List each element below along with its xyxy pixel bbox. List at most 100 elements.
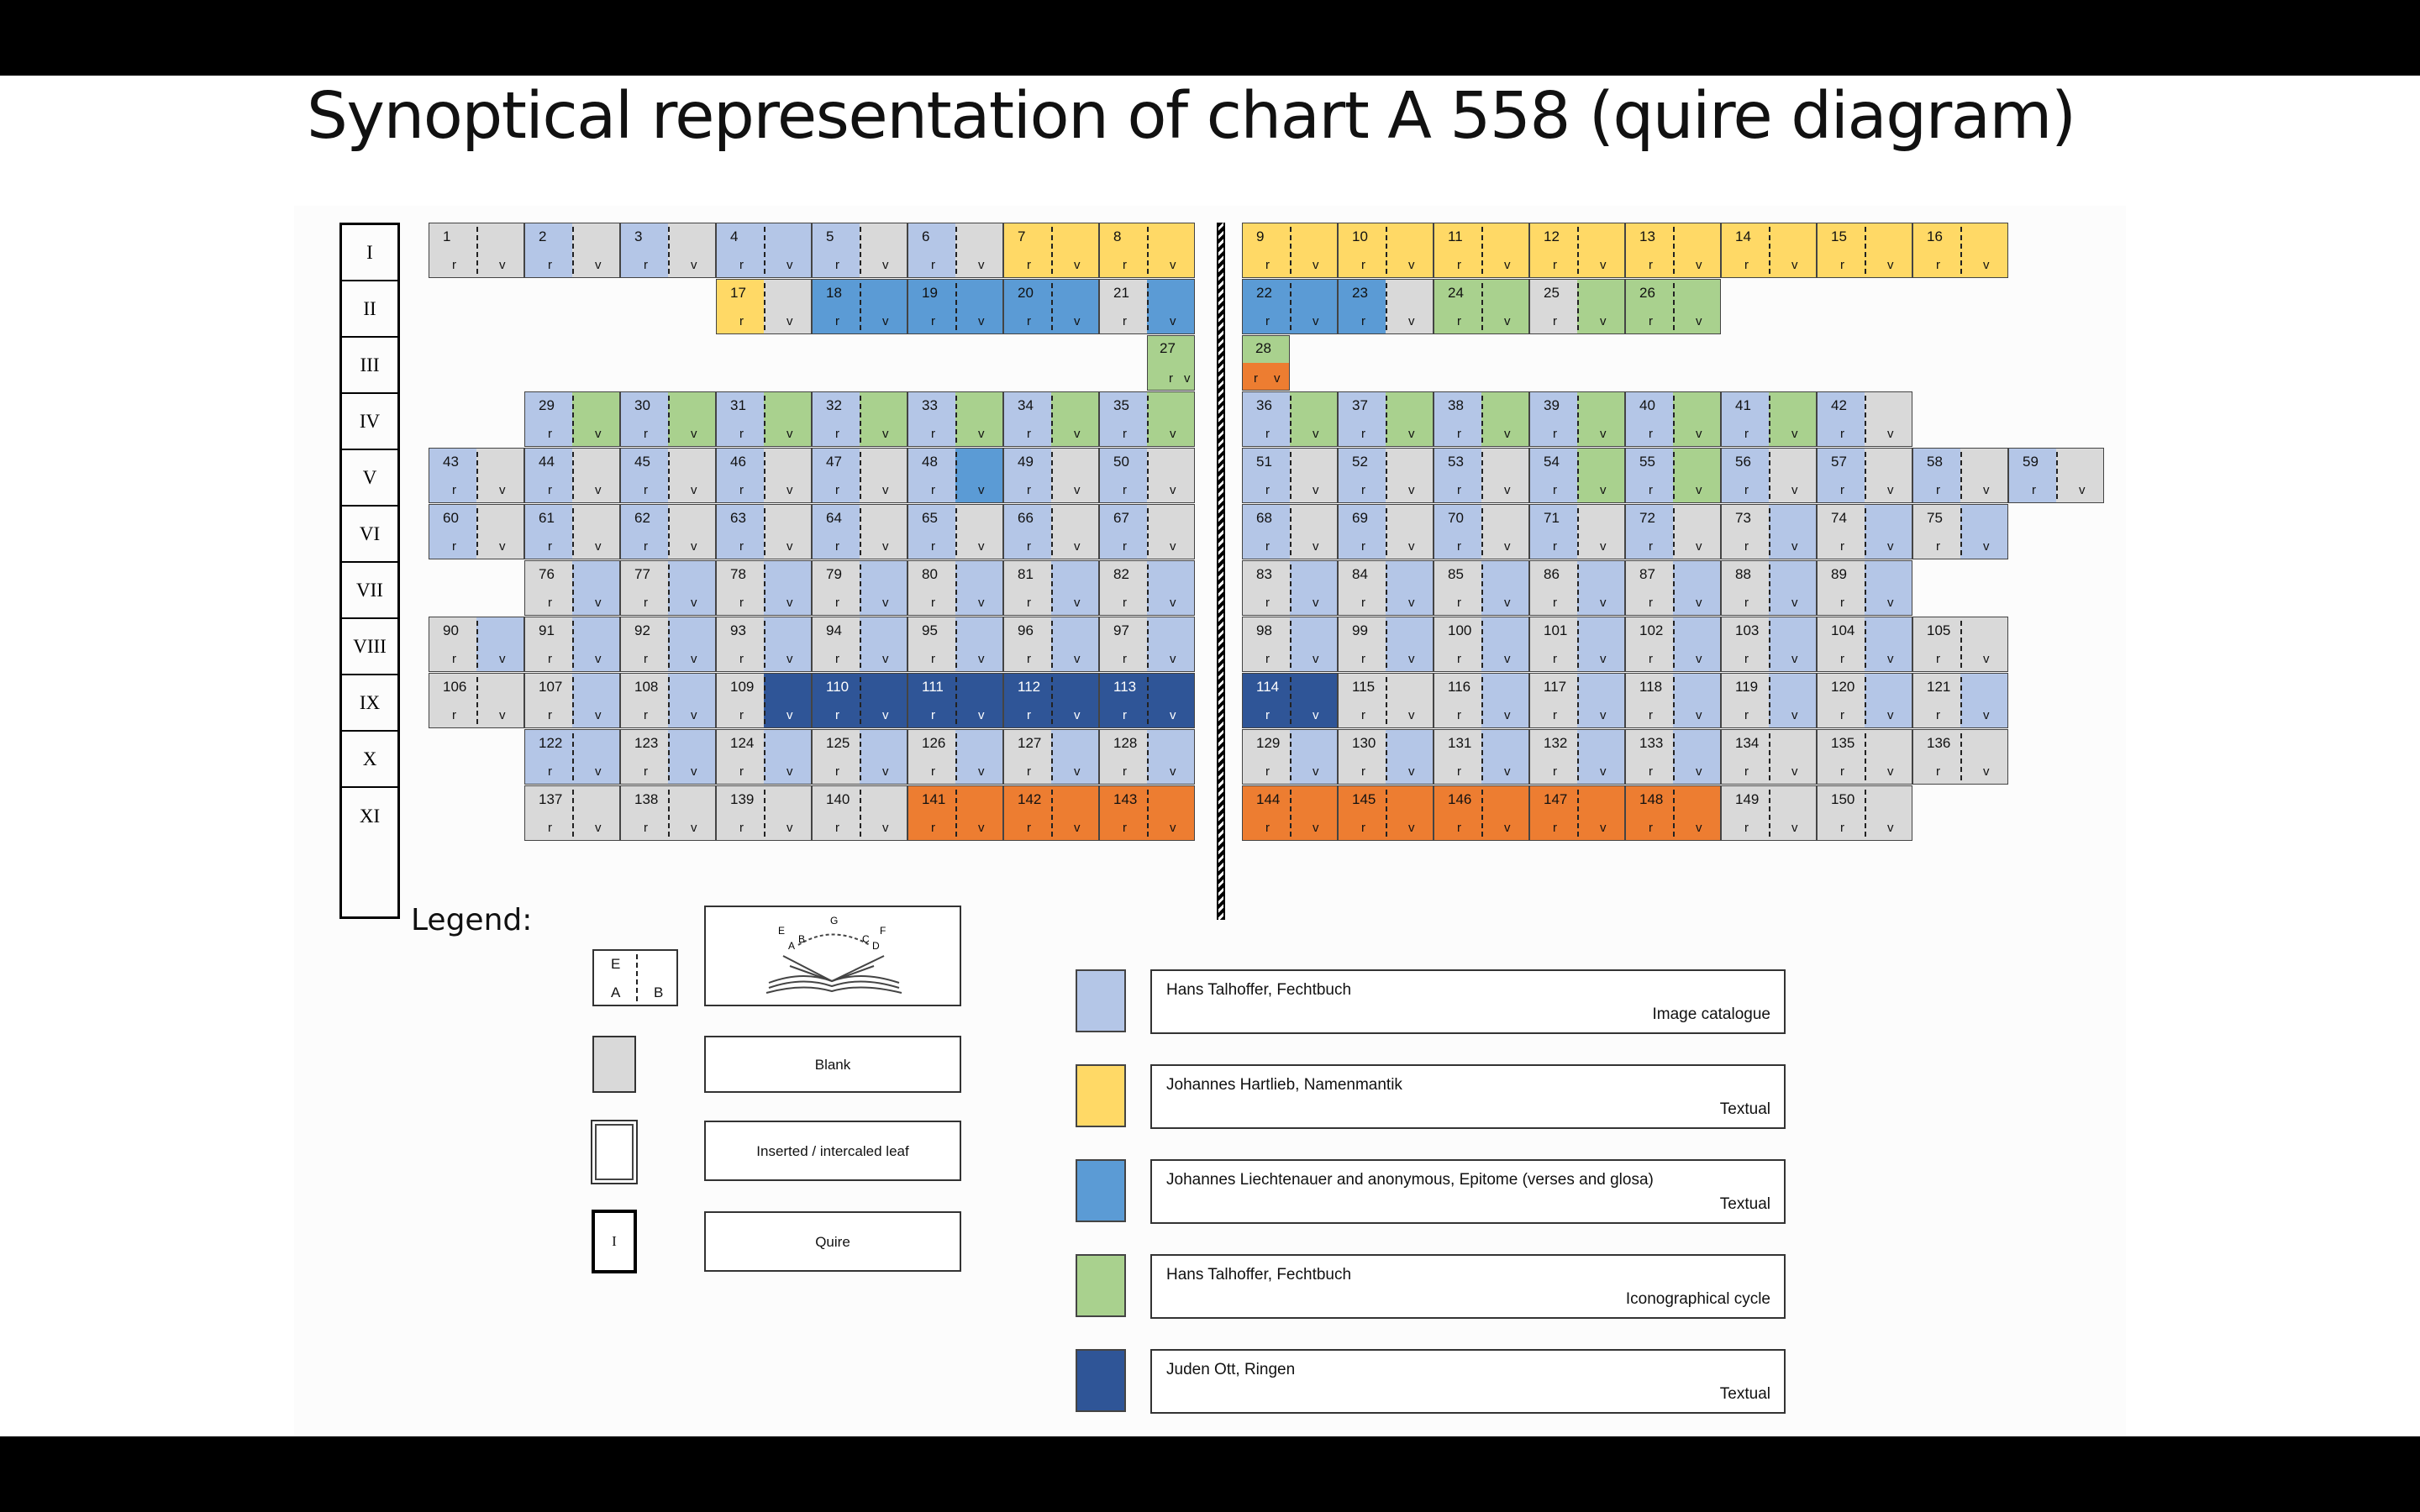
leaf-verso-label: v — [1600, 708, 1607, 722]
leaf-number: 119 — [1735, 679, 1759, 695]
leaf-number: 118 — [1639, 679, 1663, 695]
leaf-recto-label: r — [835, 652, 839, 666]
leaf-recto-fill — [525, 674, 572, 727]
leaf-fold-line — [476, 508, 478, 555]
leaf-fold-line — [1051, 790, 1053, 837]
leaf-number: 87 — [1639, 566, 1655, 582]
leaf-recto-label: r — [1457, 764, 1461, 779]
leaf-verso-fill — [1290, 617, 1337, 671]
leaf-verso-label: v — [2079, 483, 2086, 497]
leaf-number: 29 — [539, 397, 555, 413]
leaf-recto-fill — [621, 392, 668, 446]
leaf-verso-label: v — [1600, 427, 1607, 441]
leaf-recto-fill — [1100, 674, 1147, 727]
leaf-recto-label: r — [1123, 483, 1127, 497]
leaf-recto-fill — [1530, 280, 1577, 333]
leaf-number: 139 — [730, 791, 755, 807]
leaf-recto-fill — [1434, 449, 1481, 502]
leaf-verso-label: v — [1887, 652, 1894, 666]
leaf-verso-fill — [1673, 730, 1720, 784]
leaf-verso-label: v — [1074, 483, 1081, 497]
leaf-fold-line — [1386, 452, 1387, 499]
leaf-recto-fill — [1339, 280, 1386, 333]
leaf-recto-fill — [1243, 449, 1290, 502]
leaf-number: 33 — [922, 397, 938, 413]
leaf-verso-fill — [1960, 223, 2007, 277]
leaf-recto-fill — [1434, 674, 1481, 727]
leaf-verso-fill — [1673, 280, 1720, 333]
leaf-verso-label: v — [1313, 539, 1319, 554]
legend-key-a: A — [611, 984, 621, 1000]
leaf-number: 136 — [1927, 735, 1951, 751]
leaf-recto-fill — [1100, 280, 1147, 333]
legend-swatch-juden_ott — [1076, 1349, 1126, 1412]
leaf-fold-line — [1147, 227, 1149, 274]
leaf-recto-label: r — [1457, 314, 1461, 328]
leaf-number: 37 — [1352, 397, 1368, 413]
leaf-fold-line — [764, 508, 765, 555]
leaf-fold-line — [860, 677, 861, 724]
leaf-recto-fill — [1100, 730, 1147, 784]
leaf-recto-label: r — [1744, 539, 1749, 554]
leaf-fold-line — [572, 564, 574, 612]
leaf-recto-label: r — [1265, 314, 1270, 328]
leaf-recto-fill — [525, 730, 572, 784]
leaf-recto-fill — [813, 223, 860, 277]
leaf-verso-label: v — [786, 596, 793, 610]
leaf-recto-fill — [525, 617, 572, 671]
leaf-recto-fill — [1818, 674, 1865, 727]
leaf-recto-fill — [717, 674, 764, 727]
leaf-verso-fill — [1865, 449, 1912, 502]
leaf-verso-label: v — [882, 258, 889, 272]
leaf-verso-label: v — [499, 258, 506, 272]
leaf-verso-fill — [572, 674, 619, 727]
leaf-verso-fill — [860, 223, 907, 277]
leaf-verso-label: v — [1791, 539, 1798, 554]
leaf-recto-label: r — [835, 764, 839, 779]
leaf-number: 38 — [1448, 397, 1464, 413]
leaf-recto-fill — [429, 223, 476, 277]
leaf-fold-line — [1673, 564, 1675, 612]
leaf-recto-label: r — [644, 821, 648, 835]
leaf-number: 82 — [1113, 566, 1129, 582]
leaf-number: 84 — [1352, 566, 1368, 582]
leaf-recto-label: r — [1553, 596, 1557, 610]
leaf-recto-fill — [908, 786, 955, 840]
leaf-verso-fill — [1481, 561, 1528, 615]
leaf-fold-line — [572, 508, 574, 555]
leaf-recto-fill — [813, 561, 860, 615]
leaf-number: 141 — [922, 791, 946, 807]
leaf-number: 125 — [826, 735, 850, 751]
leaf-recto-fill — [525, 561, 572, 615]
leaf-verso-fill — [1386, 561, 1433, 615]
leaf-number: 124 — [730, 735, 755, 751]
leaf-verso-label: v — [1887, 258, 1894, 272]
leaf-number: 47 — [826, 454, 842, 470]
leaf-fold-line — [1147, 677, 1149, 724]
leaf-fold-line — [1290, 283, 1292, 330]
leaf-fold-line — [1960, 621, 1962, 668]
leaf-verso-label: v — [1504, 652, 1511, 666]
leaf-recto-fill — [1434, 505, 1481, 559]
leaf-recto-fill — [1434, 730, 1481, 784]
leaf-recto-label: r — [1840, 258, 1844, 272]
leaf-recto-fill — [1626, 730, 1673, 784]
legend-inserted-box: Inserted / intercaled leaf — [704, 1121, 961, 1181]
leaf-verso-fill — [1147, 730, 1194, 784]
leaf-verso-label: v — [595, 596, 602, 610]
leaf-recto-label: r — [644, 652, 648, 666]
